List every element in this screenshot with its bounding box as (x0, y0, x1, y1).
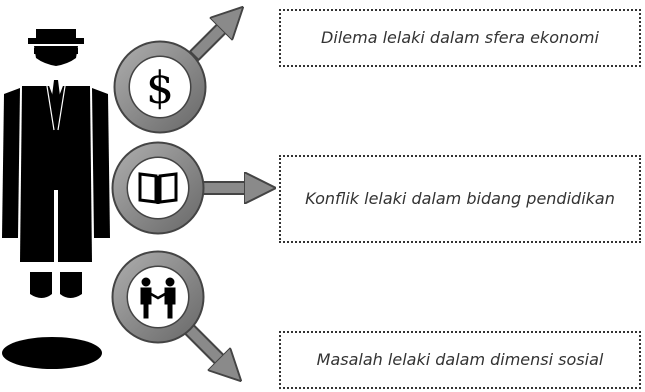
businessman-silhouette-icon (2, 29, 110, 369)
economy-node: $ (113, 18, 232, 134)
economy-label: Dilema lelaki dalam sfera ekonomi (321, 28, 599, 48)
dollar-sign-icon: $ (146, 63, 174, 114)
book-icon (138, 172, 178, 204)
social-node (111, 250, 230, 370)
label-box-social: Masalah lelaki dalam dimensi sosial (279, 331, 641, 389)
label-box-education: Konflik lelaki dalam bidang pendidikan (279, 155, 641, 243)
handshake-people-icon (140, 277, 176, 319)
label-box-economy: Dilema lelaki dalam sfera ekonomi (279, 9, 641, 67)
education-label: Konflik lelaki dalam bidang pendidikan (305, 189, 615, 209)
social-label: Masalah lelaki dalam dimensi sosial (316, 350, 604, 370)
education-node (111, 141, 260, 235)
